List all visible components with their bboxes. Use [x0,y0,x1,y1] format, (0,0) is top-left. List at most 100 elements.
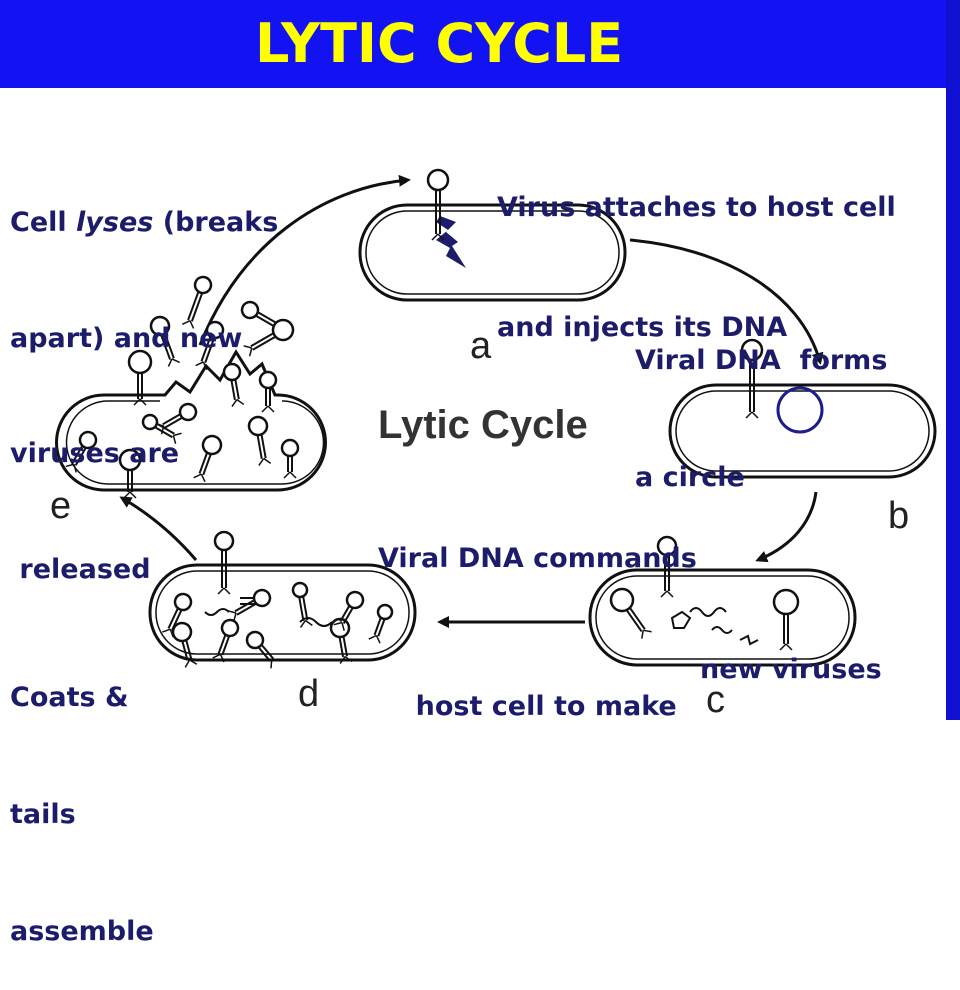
label-line: tails [10,799,76,830]
virus [245,630,281,669]
label-line: assemble [10,916,154,947]
label-line: apart) and new [10,322,243,354]
diagram-center-label: Lytic Cycle [378,403,588,447]
virus-tail-fiber [184,659,191,668]
virus [368,603,394,644]
virus-tail-fiber [73,464,77,473]
virus-tail [338,637,345,658]
virus-tail [198,452,208,474]
label-line: Virus attaches to host cell [497,192,896,223]
virus-tail [190,292,204,322]
host-cell-c [588,568,857,667]
virus-tail [202,453,212,476]
virus-head [271,318,295,342]
label-line: viruses are [10,438,180,469]
viral-part-squiggle [670,610,692,629]
virus [333,590,365,631]
label-line: host cell to make new viruses [378,651,938,722]
host-cell-e [55,349,327,492]
virus-tail [217,634,227,654]
label-text: host cell to make [415,691,677,722]
virus-head [220,618,240,638]
viral-part-squiggle [299,617,333,627]
virus-tail-fiber [155,423,164,427]
virus [740,338,764,419]
virus-tail [302,596,309,621]
virus-tail-fiber [195,361,204,367]
virus-tail [339,605,351,623]
virus-tail-fiber [189,659,198,665]
stage-letter-a: a [470,325,492,367]
virus [118,448,142,499]
virus-tail [74,447,87,466]
virus-head [426,168,450,192]
virus-tail [342,636,348,657]
virus-tail-fiber [785,643,793,651]
virus-tail [256,435,263,460]
virus-head [772,588,800,616]
virus-head [252,588,272,608]
virus [213,530,235,595]
virus-tail [162,413,181,426]
virus-head [345,590,365,610]
label-line: released [10,553,151,585]
virus [193,434,223,483]
cycle-arrows [119,174,824,628]
virus-tail-fiber [751,411,759,419]
virus-tail-fiber [666,590,674,598]
virus-tail [234,599,255,613]
label-line: and injects its DNA [497,312,788,343]
virus-tail-fiber [271,659,281,662]
virus-tail-fiber [299,620,306,628]
virus-head [149,315,171,337]
stage-letter-e: e [50,485,71,527]
virus-tail-fiber [248,347,253,357]
virus-tail-fiber [437,233,445,241]
virus-tail-fiber [227,610,237,614]
virus-tail [154,426,173,439]
right-border-strip [946,0,960,720]
cell-c-outer-wall [588,568,857,667]
virus-tail [221,635,231,656]
virus-tail [234,379,240,400]
virus-tail-fiber [236,398,245,406]
virus-tail [181,640,189,661]
label-text: Cell [10,207,77,238]
virus-head [205,320,225,340]
virus-tail-fiber [375,635,381,644]
virus [426,168,450,241]
virus-head [178,402,198,422]
virus-head [376,603,394,621]
label-cell-lyses: Cell lyses (breaks apart) and new viruse… [10,127,278,628]
virus-tail-fiber [212,653,221,659]
virus-tail-fiber [344,655,353,663]
label-text: (breaks [153,207,279,238]
label-line: Coats & [10,682,129,713]
virus-tail-fiber [243,345,253,349]
virus-head [222,362,242,382]
virus-tail [230,380,236,401]
virus [171,621,198,668]
virus-head [258,370,278,390]
virus-tail-fiber [270,659,273,669]
page-title: LYTIC CYCLE [255,12,624,75]
title-bar [0,0,960,88]
virus [609,587,652,639]
virus [291,581,313,628]
virus-tail-fiber [219,653,225,663]
virus-tail-fiber [258,458,265,466]
virus-tail-fiber [65,463,75,468]
virus-head [280,438,300,458]
virus-tail-fiber [341,622,345,631]
label-italic-term: lyses [76,207,154,238]
virus-tail-fiber [217,587,225,595]
virus-tail-fiber [133,398,141,406]
virus-tail-fiber [745,411,753,419]
virus-tail-fiber [181,320,191,325]
virus-tail [377,618,386,637]
viral-part-squiggle [711,626,733,634]
label-line: Viral DNA commands [378,543,697,574]
virus [149,315,180,367]
arrow-b-to-c [755,491,818,563]
virus [247,415,272,466]
